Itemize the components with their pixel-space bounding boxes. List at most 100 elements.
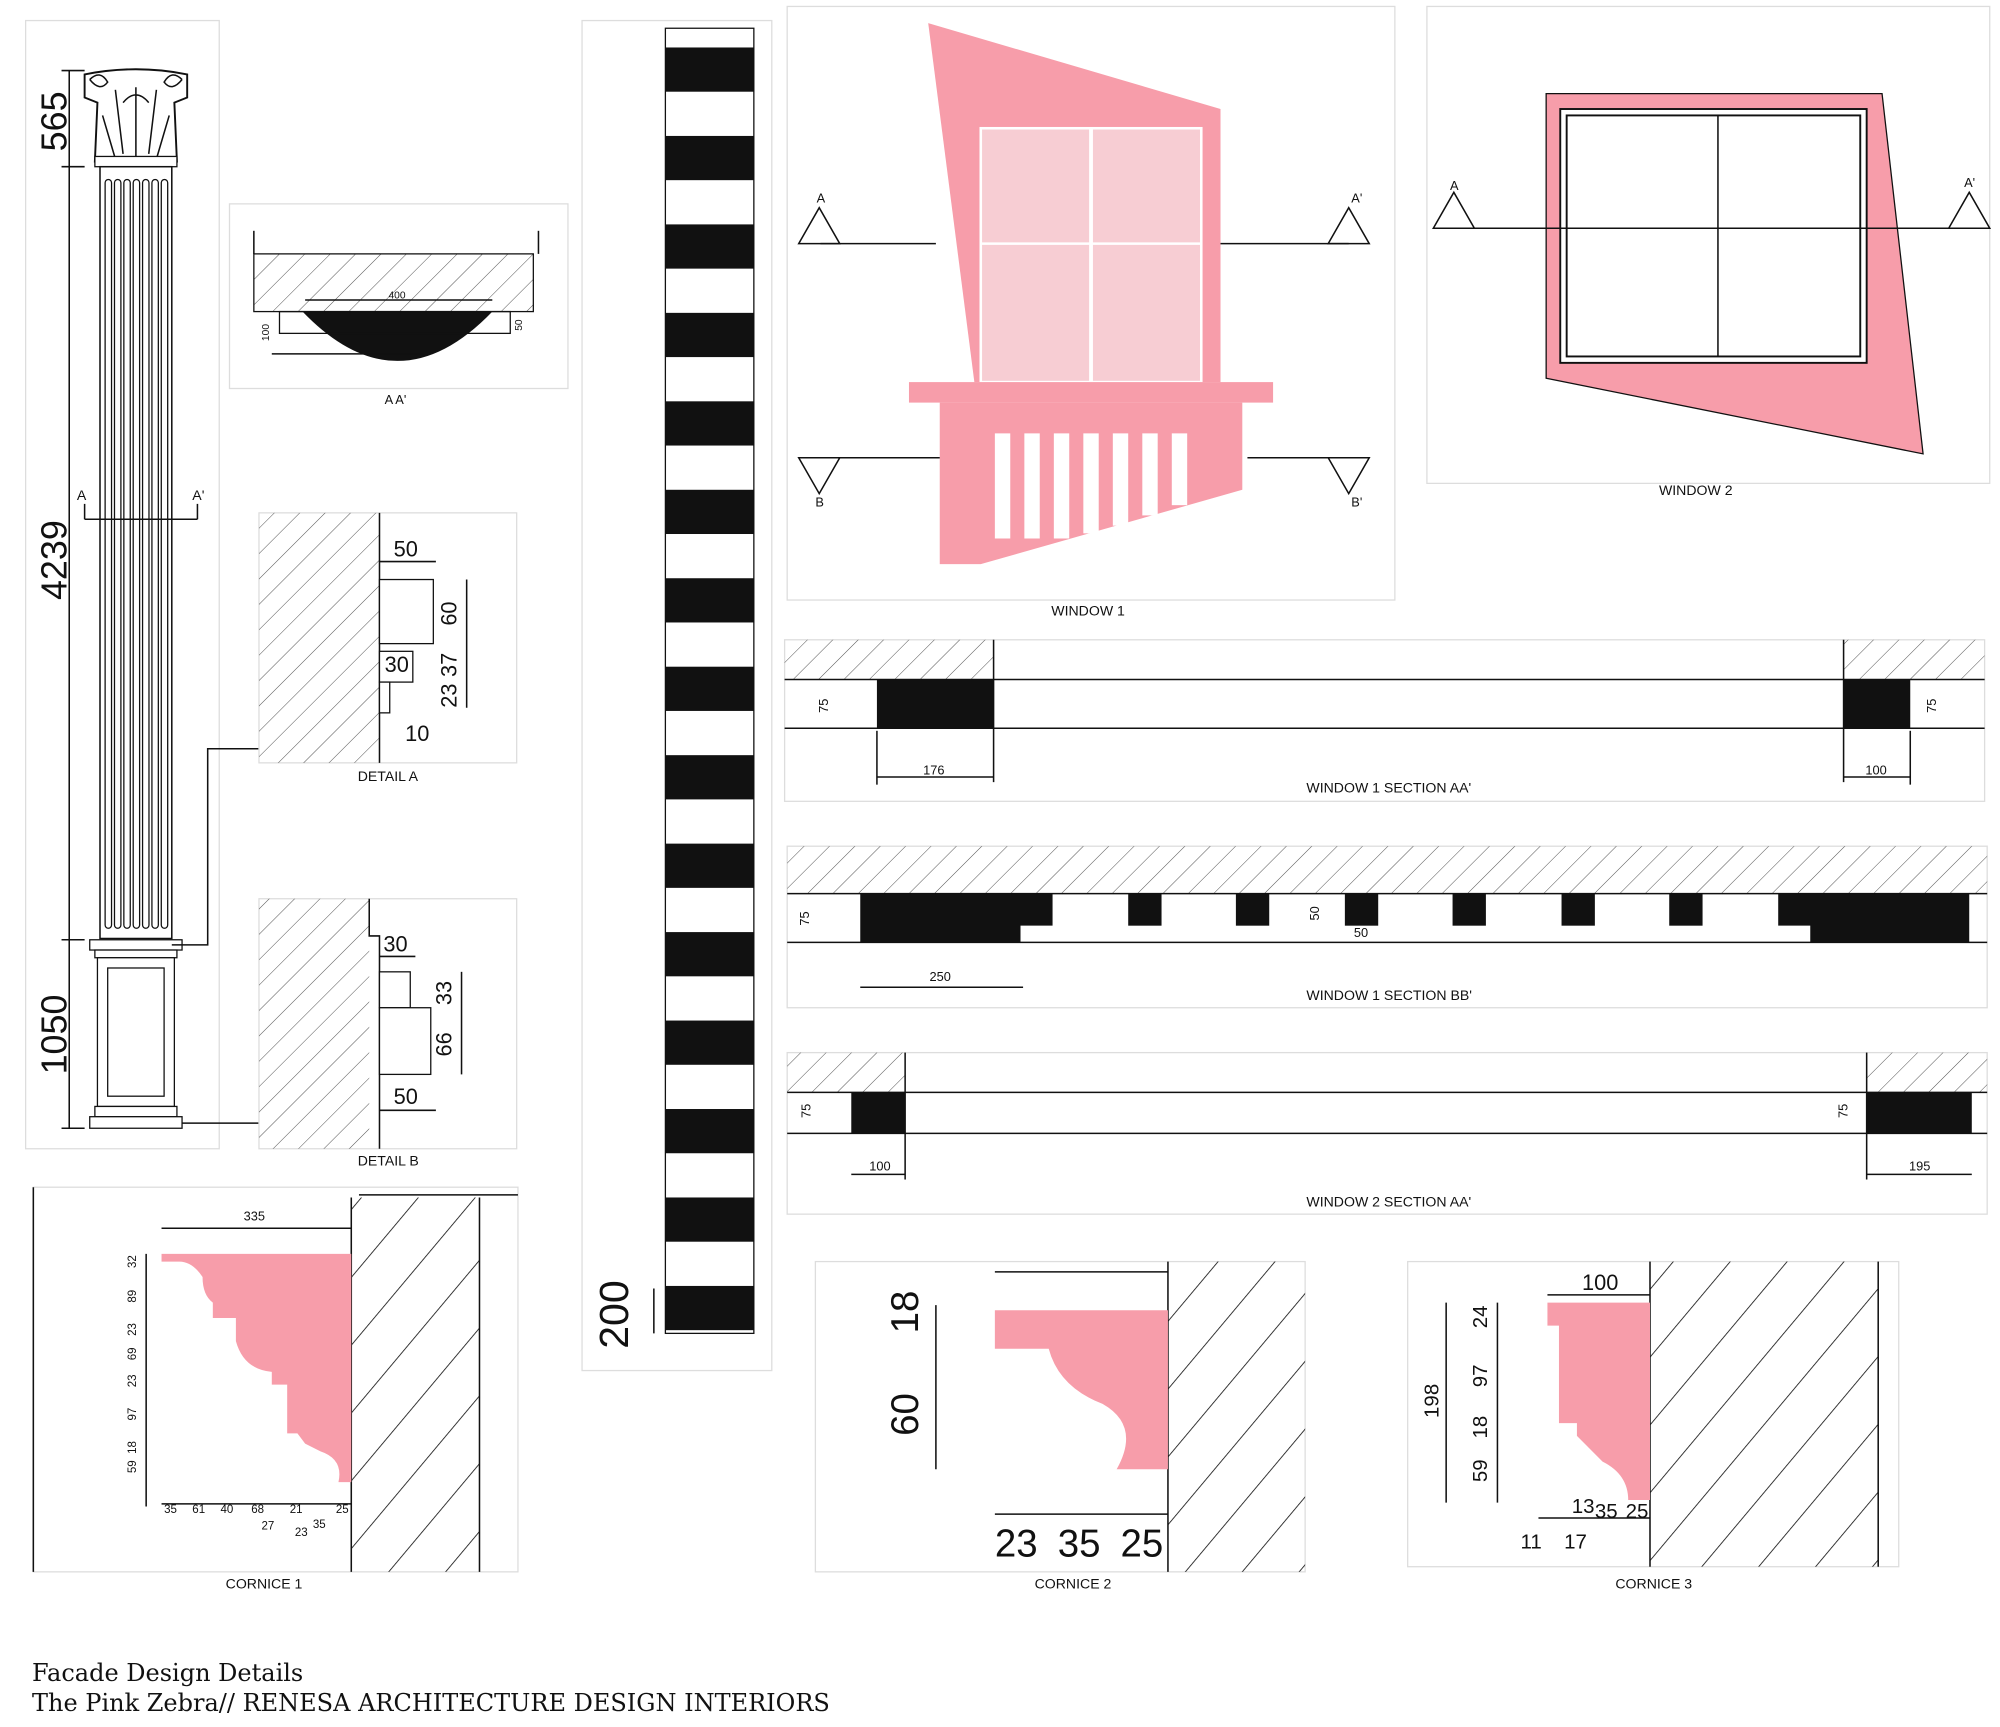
scale-block <box>665 578 754 623</box>
sheet-subtitle: The Pink Zebra// RENESA ARCHITECTURE DES… <box>32 1689 830 1717</box>
cornice-1-horizontal-dim: 61 <box>192 1504 205 1516</box>
window-1-label: WINDOW 1 <box>1051 602 1125 618</box>
cornice-2-dim: 35 <box>1058 1522 1101 1565</box>
detail-a-dim: 30 <box>385 652 409 677</box>
scale-block <box>665 666 754 711</box>
cornice-3-dim: 13 <box>1572 1495 1595 1518</box>
w1bb-dim: 50 <box>1354 925 1368 940</box>
cornice-3-total: 198 <box>1420 1384 1443 1418</box>
detail-b-dim: 50 <box>394 1084 418 1109</box>
detail-b-dim: 30 <box>383 931 407 956</box>
flute <box>104 178 113 929</box>
detail-a-dim: 50 <box>394 536 418 561</box>
sheet-title: Facade Design Details <box>32 1659 304 1687</box>
column-base <box>89 939 183 1129</box>
cornice-1-horizontal-dim: 68 <box>251 1504 264 1516</box>
window-2-label: WINDOW 2 <box>1659 482 1733 498</box>
window-2-elevation: A A' WINDOW 2 <box>1426 5 1992 498</box>
scale-block <box>665 1285 754 1331</box>
cornice-1-vertical-dim: 89 <box>127 1290 139 1303</box>
w1bb-dim: 250 <box>929 969 950 984</box>
scale-block <box>665 312 754 358</box>
cornice-1-horizontal-dim: 23 <box>295 1527 308 1539</box>
flute <box>151 178 159 929</box>
scale-block <box>665 1197 754 1242</box>
cornice-1-vertical-dim: 32 <box>127 1255 139 1268</box>
w2aa-dim: 100 <box>869 1159 890 1174</box>
scale-block <box>665 489 754 535</box>
w1bb-dim: 75 <box>797 911 812 925</box>
window-1-elevation: A A' B B' WINDOW 1 <box>786 5 1396 618</box>
cornice-1-vertical-dim: 23 <box>127 1374 139 1387</box>
cornice-3: 100 198 24 97 18 59 13 35 25 11 17 CORNI… <box>1407 1260 1900 1592</box>
cornice-2-dim: 25 <box>1121 1522 1164 1565</box>
aa-width-dim: 400 <box>388 291 405 302</box>
cornice-3-dim: 25 <box>1626 1500 1649 1523</box>
cornice-3-dim: 24 <box>1469 1305 1492 1328</box>
cornice-2-dim: 23 <box>995 1522 1038 1565</box>
detail-b: 30 33 66 50 DETAIL B <box>258 898 518 1168</box>
cornice-2-dim: 60 <box>884 1393 927 1436</box>
cornice-3-dim: 17 <box>1564 1531 1587 1554</box>
cornice-1-horizontal-dim: 21 <box>290 1504 303 1516</box>
cornice-1-vertical-dim: 23 <box>127 1323 139 1336</box>
w1bb-dim: 50 <box>1307 906 1322 920</box>
scale-block <box>665 224 754 269</box>
scale-block <box>665 47 754 92</box>
aa-depth-left: 100 <box>261 324 272 341</box>
detail-b-label: DETAIL B <box>358 1152 419 1168</box>
detail-a-dim: 60 <box>436 601 461 625</box>
w2aa-label: WINDOW 2 SECTION AA' <box>1306 1193 1471 1209</box>
w2aa-dim: 75 <box>798 1104 813 1118</box>
scale-block <box>665 1109 754 1154</box>
aa-label: A A' <box>385 392 407 407</box>
cornice-1-vertical-dim: 97 <box>127 1408 139 1421</box>
detail-a-dim: 10 <box>405 721 429 746</box>
window-2-a: A <box>1450 178 1459 193</box>
column-capital <box>83 68 189 168</box>
window-1-section-bb: 75 250 50 50 WINDOW 1 SECTION BB' <box>786 845 1988 1009</box>
cornice-1-horizontal-dim: 27 <box>262 1521 275 1533</box>
scale-bar-dim: 200 <box>591 1280 637 1348</box>
window-1-b: B <box>815 494 824 509</box>
cornice-1-horizontal-dim: 25 <box>336 1504 349 1516</box>
scale-block <box>665 1020 754 1065</box>
column-dim-capital: 565 <box>35 91 75 151</box>
scale-block <box>665 135 754 181</box>
flute <box>141 178 150 929</box>
scale-block <box>665 401 754 446</box>
cornice-1-vertical-dim: 69 <box>127 1347 139 1360</box>
cornice-2-dim: 18 <box>884 1291 927 1334</box>
flute <box>113 178 122 929</box>
cornice-3-dim: 18 <box>1469 1416 1492 1439</box>
cornice-3-dim: 11 <box>1521 1531 1542 1554</box>
column-section-a2: A' <box>192 487 204 503</box>
cornice-3-dim: 97 <box>1469 1364 1492 1387</box>
detail-b-dim: 66 <box>431 1032 456 1056</box>
flute <box>132 178 141 929</box>
w1aa-dim: 100 <box>1865 762 1886 777</box>
cornice-3-label: CORNICE 3 <box>1615 1576 1692 1592</box>
aa-depth-right: 50 <box>514 319 525 331</box>
w1aa-dim: 176 <box>923 762 944 777</box>
window-1-section-aa: 75 176 75 100 WINDOW 1 SECTION AA' <box>783 639 1986 802</box>
cornice-1-horizontal-dim: 40 <box>221 1504 234 1516</box>
cornice-1-width: 335 <box>244 1209 265 1224</box>
cornice-3-dim: 59 <box>1469 1459 1492 1482</box>
cornice-1-vertical-dim: 18 <box>127 1441 139 1454</box>
window-1-b2: B' <box>1351 494 1362 509</box>
column-section-a: A <box>77 487 87 503</box>
flute <box>123 178 131 929</box>
w1aa-dim: 75 <box>816 699 831 713</box>
w1bb-label: WINDOW 1 SECTION BB' <box>1306 987 1472 1003</box>
scale-block <box>665 755 754 800</box>
w1aa-label: WINDOW 1 SECTION AA' <box>1306 779 1471 795</box>
detail-a-dim: 37 <box>436 653 461 677</box>
window-1-a: A <box>817 191 826 206</box>
column-dim-shaft: 4239 <box>35 520 75 600</box>
column-section-aa: 400 50 100 A A' <box>228 203 569 407</box>
cornice-3-width: 100 <box>1582 1270 1618 1295</box>
window-1-a2: A' <box>1351 191 1362 206</box>
